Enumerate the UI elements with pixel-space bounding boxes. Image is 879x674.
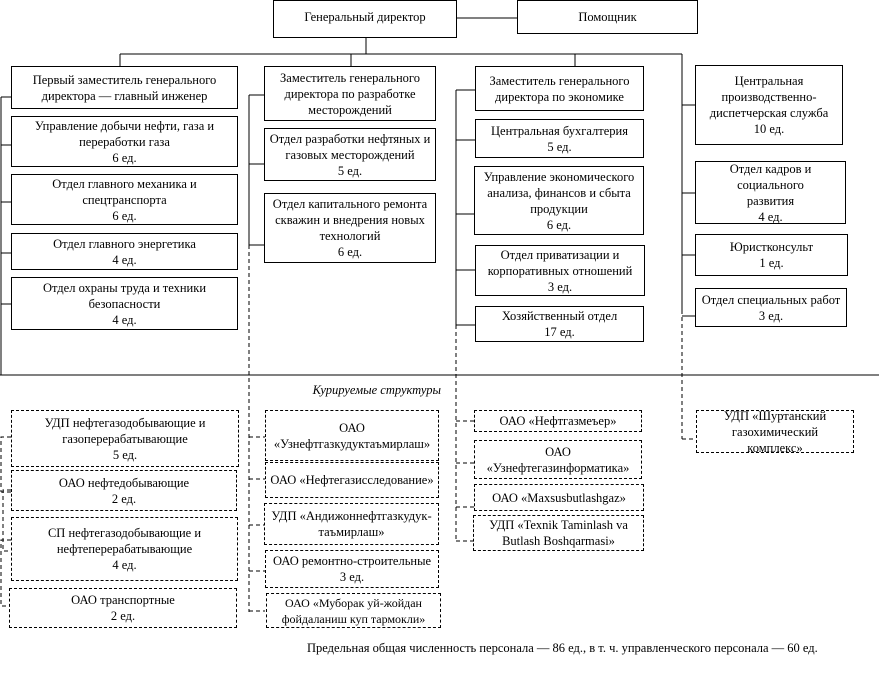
- unit-staff: 6 ед.: [112, 208, 137, 223]
- supervised-box: УДП «Андижоннефтгазкудук-таъмирлаш»: [264, 503, 439, 545]
- unit-staff: 4 ед.: [112, 558, 137, 572]
- unit-staff: 2 ед.: [111, 491, 137, 506]
- unit-box: Хозяйственный отдел 17 ед.: [475, 306, 644, 342]
- unit-staff: 6 ед.: [337, 245, 363, 259]
- unit-name: УДП нефтегазодобывающие и газоперерабаты…: [44, 415, 206, 446]
- unit-name: СП нефтегазодобывающие и нефтеперерабаты…: [47, 526, 202, 556]
- unit-name: ОАО «Maxsusbutlashgaz»: [492, 490, 626, 505]
- unit-name: ОАО «Узнефтегазинформатика»: [486, 444, 630, 475]
- unit-name: Отдел главного механика и спецтранспорта: [52, 176, 197, 207]
- unit-name: УДП «Шуртанский газохимический комплекс»: [723, 408, 827, 455]
- assistant-box: Помощник: [517, 0, 698, 34]
- unit-name: Отдел охраны труда и техники безопасност…: [42, 280, 207, 311]
- unit-box: Отдел разработки нефтяных и газовых мест…: [264, 128, 436, 181]
- unit-staff: 4 ед.: [112, 312, 137, 327]
- unit-name: Хозяйственный отдел: [501, 309, 618, 323]
- supervised-box: УДП «Texnik Taminlash va Butlash Boshqar…: [473, 515, 644, 551]
- unit-name: Отдел кадров и социального развития: [729, 161, 812, 208]
- unit-name: Заместитель генерального директора по ра…: [280, 70, 420, 117]
- unit-staff: 4 ед.: [112, 252, 137, 267]
- supervised-box: ОАО ремонтно-строительные 3 ед.: [265, 550, 439, 588]
- unit-name: Отдел разработки нефтяных и газовых мест…: [269, 131, 431, 162]
- unit-name: Отдел приватизации и корпоративных отнош…: [487, 247, 633, 278]
- unit-staff: 10 ед.: [753, 122, 785, 136]
- unit-name: ОАО транспортные: [71, 593, 175, 607]
- unit-name: Отдел капитального ремонта скважин и вне…: [272, 197, 428, 243]
- unit-staff: 3 ед.: [339, 570, 365, 584]
- unit-name: УДП «Андижоннефтгазкудук-таъмирлаш»: [271, 509, 432, 539]
- unit-name: Центральная бухгалтерия: [491, 123, 628, 138]
- unit-box: Отдел охраны труда и техники безопасност…: [11, 277, 238, 330]
- supervised-box: ОАО «Узнефтгазкудуктаъмирлаш»: [265, 410, 439, 461]
- supervised-box: ОАО «Maxsusbutlashgaz»: [474, 484, 644, 511]
- unit-staff: 3 ед.: [547, 279, 573, 294]
- unit-name: ОАО нефтедобывающие: [58, 475, 190, 490]
- unit-name: ОАО «Узнефтгазкудуктаъмирлаш»: [273, 420, 431, 451]
- supervised-structures-title: Курируемые структуры: [312, 383, 441, 397]
- supervised-box: ОАО «Нефтгазмеъер»: [474, 410, 642, 432]
- supervised-box: ОАО транспортные 2 ед.: [9, 588, 237, 628]
- unit-box: Отдел главного механика и спецтранспорта…: [11, 174, 238, 225]
- unit-box: Управление экономического анализа, финан…: [474, 166, 644, 235]
- unit-name: Центральная производственно-диспетчерска…: [709, 74, 829, 120]
- unit-name: Юристконсульт: [729, 240, 814, 254]
- unit-staff: 3 ед.: [758, 308, 784, 323]
- unit-staff: 6 ед.: [546, 217, 572, 232]
- unit-name: ОАО ремонтно-строительные: [272, 554, 432, 568]
- unit-staff: 5 ед.: [112, 447, 138, 462]
- unit-name: Управление экономического анализа, финан…: [483, 169, 635, 216]
- unit-box: Отдел капитального ремонта скважин и вне…: [264, 193, 436, 263]
- unit-staff: 2 ед.: [110, 609, 136, 623]
- unit-box: Отдел приватизации и корпоративных отнош…: [475, 245, 645, 296]
- unit-box: Управление добычи нефти, газа и перерабо…: [11, 116, 238, 167]
- unit-name: Первый заместитель генерального директор…: [32, 72, 217, 103]
- unit-name: Управление добычи нефти, газа и перерабо…: [34, 118, 215, 149]
- unit-name: ОАО «Нефтгазмеъер»: [499, 414, 617, 428]
- unit-name: Отдел специальных работ: [701, 292, 841, 307]
- assistant-label: Помощник: [578, 10, 637, 24]
- unit-name: Заместитель генерального директора по эк…: [489, 73, 630, 104]
- unit-name: ОАО «Нефтегазисследование»: [270, 473, 434, 487]
- deputy-development-box: Заместитель генерального директора по ра…: [264, 66, 436, 121]
- unit-staff: 17 ед.: [544, 325, 575, 339]
- unit-box: Центральная производственно-диспетчерска…: [695, 65, 843, 145]
- unit-staff: 1 ед.: [759, 256, 784, 270]
- supervised-box: ОАО «Муборак уй-жойдан фойдаланиш куп та…: [266, 593, 441, 628]
- unit-staff: 5 ед.: [337, 163, 363, 178]
- unit-name: Отдел главного энергетика: [53, 236, 196, 251]
- supervised-box: СП нефтегазодобывающие и нефтеперерабаты…: [11, 517, 238, 581]
- supervised-box: ОАО «Узнефтегазинформатика»: [474, 440, 642, 479]
- deputy-economics-box: Заместитель генерального директора по эк…: [475, 66, 644, 111]
- general-director-label: Генеральный директор: [304, 10, 426, 24]
- staff-limit-footer: Предельная общая численность персонала —…: [307, 641, 818, 655]
- unit-staff: 5 ед.: [547, 139, 572, 154]
- unit-name: ОАО «Муборак уй-жойдан фойдаланиш куп та…: [281, 595, 426, 626]
- unit-name: УДП «Texnik Taminlash va Butlash Boshqar…: [489, 518, 628, 548]
- supervised-box: ОАО «Нефтегазисследование»: [265, 462, 439, 498]
- unit-staff: 6 ед.: [112, 150, 137, 165]
- unit-staff: 4 ед.: [758, 209, 783, 224]
- general-director-box: Генеральный директор: [273, 0, 457, 38]
- first-deputy-box: Первый заместитель генерального директор…: [11, 66, 238, 109]
- unit-box: Юристконсульт 1 ед.: [695, 234, 848, 276]
- supervised-box: УДП «Шуртанский газохимический комплекс»: [696, 408, 854, 455]
- supervised-box: УДП нефтегазодобывающие и газоперерабаты…: [11, 410, 239, 467]
